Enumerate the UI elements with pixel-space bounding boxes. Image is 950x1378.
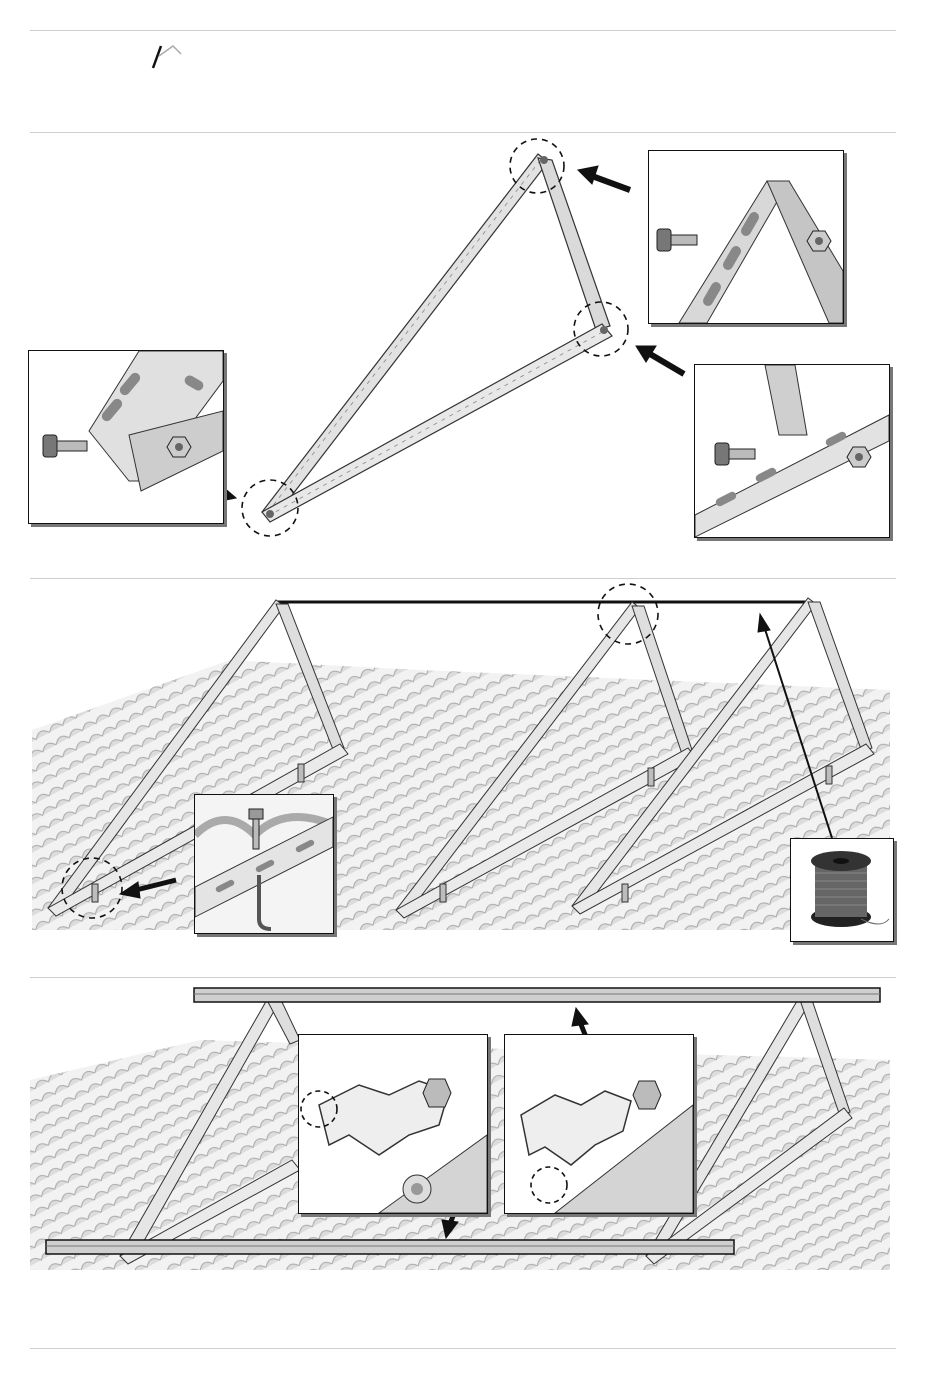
rail-clamp-detail-a	[298, 1034, 488, 1214]
nut-icon	[423, 1079, 451, 1107]
rail-clamp-detail-b	[504, 1034, 694, 1214]
nut-icon	[633, 1081, 661, 1109]
